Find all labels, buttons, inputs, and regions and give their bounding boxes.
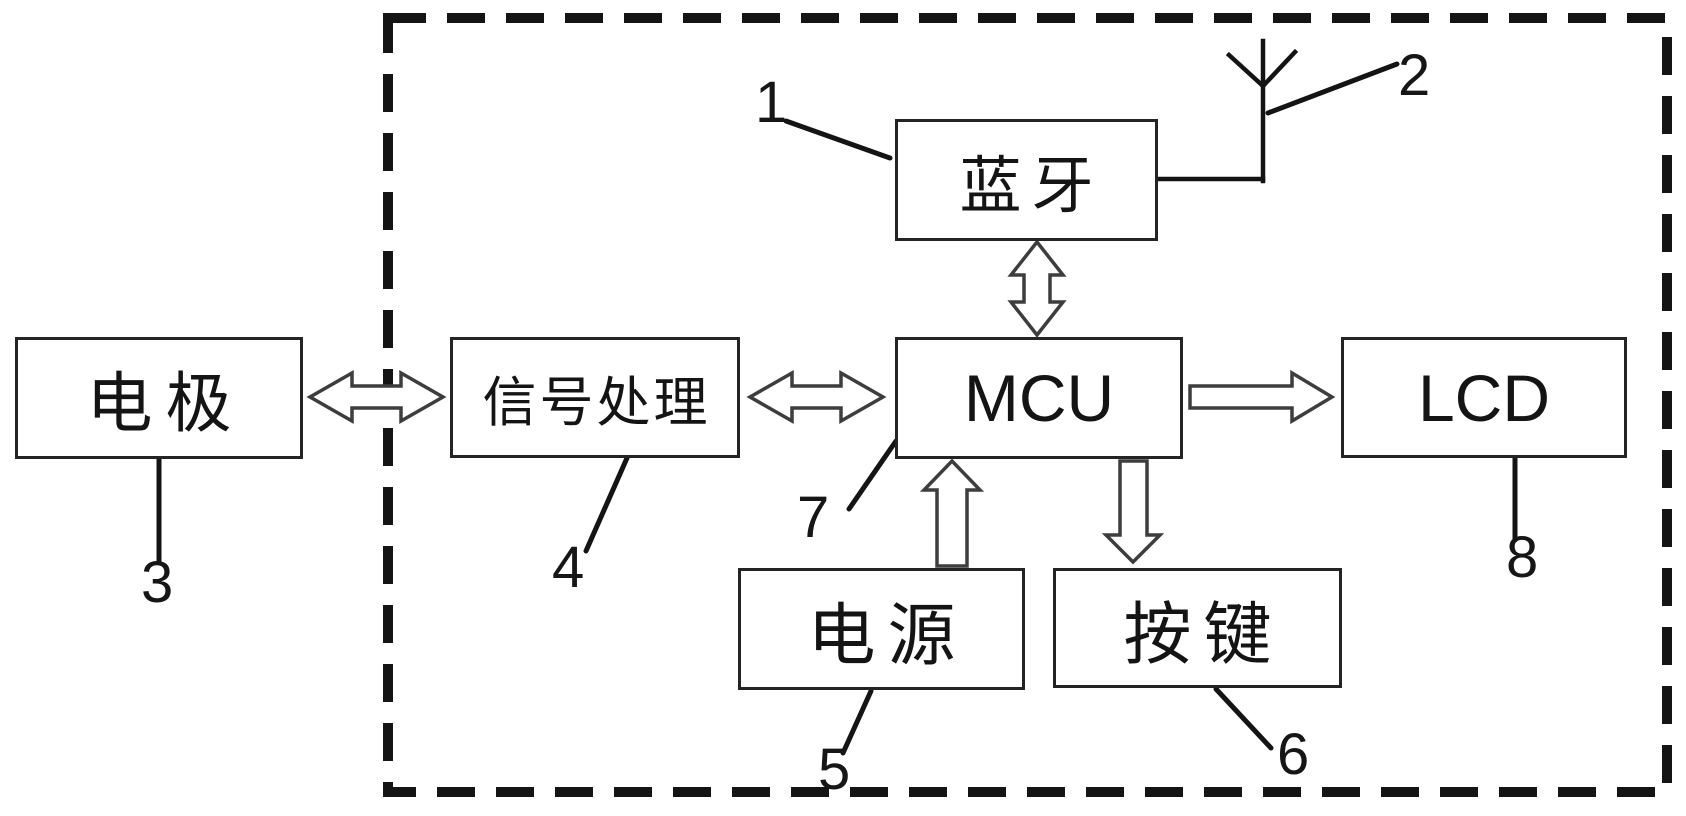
- block-keys-label: 按键: [1123, 595, 1284, 675]
- block-power-label: 电源: [807, 596, 968, 676]
- ref-numeral-2: 2: [1398, 43, 1431, 108]
- leader-line-1: [783, 118, 893, 161]
- block-mcu: MCU: [895, 337, 1183, 459]
- block-lcd: LCD: [1341, 337, 1627, 458]
- block-bluetooth: 蓝牙: [895, 119, 1158, 241]
- arrow-electrode-signal-bidirectional: [306, 369, 447, 425]
- block-electrode-label: 电极: [86, 365, 245, 442]
- ref-numeral-1: 1: [755, 70, 788, 135]
- block-signal-processing-label: 信号处理: [482, 371, 711, 434]
- leader-line-7: [846, 438, 899, 512]
- arrow-power-mcu-up: [919, 458, 985, 568]
- arrow-mcu-keys-down: [1101, 459, 1165, 565]
- block-lcd-label: LCD: [1417, 360, 1551, 435]
- block-bluetooth-label: 蓝牙: [959, 149, 1104, 222]
- ref-numeral-7: 7: [797, 485, 830, 550]
- ref-numeral-3: 3: [141, 550, 174, 615]
- ref-numeral-5: 5: [818, 737, 851, 802]
- leader-line-4: [583, 455, 630, 554]
- block-mcu-label: MCU: [963, 361, 1115, 435]
- leader-line-5: [840, 688, 874, 756]
- leader-line-2: [1265, 61, 1400, 116]
- block-power: 电源: [738, 568, 1025, 690]
- arrow-bluetooth-mcu-bidirectional: [1007, 239, 1067, 338]
- block-electrode: 电极: [15, 337, 303, 459]
- block-signal-processing: 信号处理: [450, 337, 740, 458]
- arrow-signal-mcu-bidirectional: [746, 369, 887, 425]
- leader-line-6: [1213, 686, 1274, 751]
- antenna-icon: [1155, 38, 1299, 184]
- ref-numeral-4: 4: [552, 535, 585, 600]
- block-keys: 按键: [1053, 568, 1342, 688]
- ref-numeral-6: 6: [1277, 722, 1310, 787]
- arrow-mcu-lcd-right: [1188, 369, 1336, 425]
- ref-numeral-8: 8: [1506, 525, 1539, 590]
